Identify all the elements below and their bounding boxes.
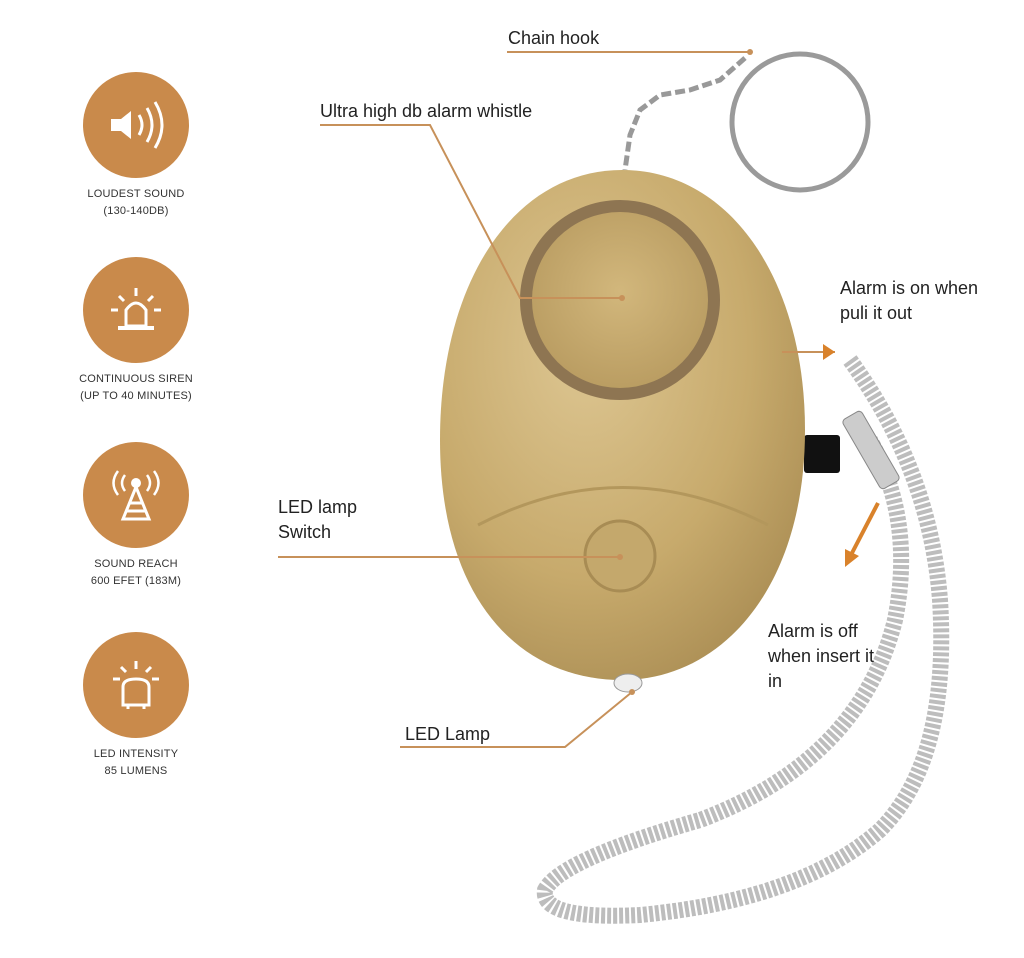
feature-loudest-sound: LOUDEST SOUND (130-140DB) bbox=[56, 72, 216, 220]
callout-alarm-off-line3: in bbox=[768, 671, 782, 691]
led-lamp bbox=[613, 673, 643, 693]
led-lamp-icon bbox=[83, 632, 189, 738]
alarm-pin bbox=[804, 435, 840, 473]
feature-value: 600 EFET (183M) bbox=[90, 575, 182, 587]
feature-continuous-siren: CONTINUOUS SIREN (UP TO 40 MINUTES) bbox=[56, 257, 216, 405]
feature-value: 85 LUMENS bbox=[104, 765, 168, 777]
feature-title: LOUDEST SOUND bbox=[87, 188, 185, 200]
feature-led-intensity: LED INTENSITY 85 LUMENS bbox=[56, 632, 216, 780]
callout-alarm-off-line1: Alarm is off bbox=[768, 621, 859, 641]
callout-whistle: Ultra high db alarm whistle bbox=[320, 101, 532, 121]
feature-value: (130-140DB) bbox=[103, 205, 169, 217]
speaker-icon bbox=[83, 72, 189, 178]
feature-title: SOUND REACH bbox=[94, 558, 178, 570]
callout-led-switch-line2: Switch bbox=[278, 522, 331, 542]
callout-chain-hook: Chain hook bbox=[508, 28, 600, 48]
feature-value: (UP TO 40 MINUTES) bbox=[80, 390, 192, 402]
siren-icon bbox=[83, 257, 189, 363]
signal-tower-icon bbox=[83, 442, 189, 548]
chain-hook bbox=[622, 51, 871, 193]
feature-sound-reach: SOUND REACH 600 EFET (183M) bbox=[56, 442, 216, 590]
callout-led-switch-line1: LED lamp bbox=[278, 497, 357, 517]
callout-led-lamp: LED Lamp bbox=[405, 724, 490, 744]
feature-title: LED INTENSITY bbox=[93, 748, 179, 760]
lanyard-strap bbox=[536, 355, 950, 924]
arrow-insert-icon bbox=[845, 502, 880, 567]
lanyard-clip bbox=[842, 410, 900, 490]
callout-alarm-on-line2: puli it out bbox=[840, 303, 912, 323]
feature-title: CONTINUOUS SIREN bbox=[79, 373, 193, 385]
callout-alarm-on-line1: Alarm is on when bbox=[840, 278, 978, 298]
arrow-pull-out-icon bbox=[823, 344, 835, 360]
callout-alarm-off-line2: when insert it bbox=[767, 646, 874, 666]
